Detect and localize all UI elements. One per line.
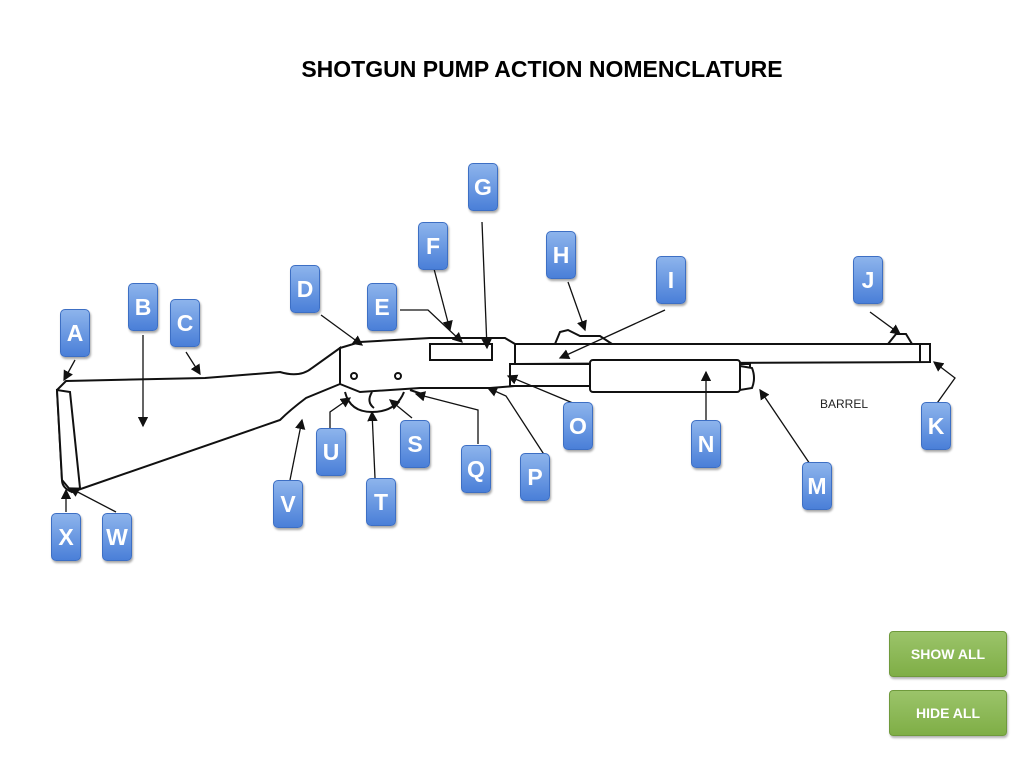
marker-f[interactable]: F <box>418 222 448 270</box>
marker-k[interactable]: K <box>921 402 951 450</box>
marker-w[interactable]: W <box>102 513 132 561</box>
ejection-port <box>429 343 493 361</box>
marker-j[interactable]: J <box>853 256 883 304</box>
leader-lines <box>60 221 956 513</box>
stock-outline <box>55 346 341 494</box>
marker-e[interactable]: E <box>367 283 397 331</box>
marker-v[interactable]: V <box>273 480 303 528</box>
magazine-cap <box>739 364 755 392</box>
marker-i[interactable]: I <box>656 256 686 304</box>
show-all-button[interactable]: SHOW ALL <box>889 631 1007 677</box>
marker-m[interactable]: M <box>802 462 832 510</box>
marker-a[interactable]: A <box>60 309 90 357</box>
front-sight <box>887 333 913 345</box>
marker-o[interactable]: O <box>563 402 593 450</box>
marker-t[interactable]: T <box>366 478 396 526</box>
marker-b[interactable]: B <box>128 283 158 331</box>
marker-c[interactable]: C <box>170 299 200 347</box>
rear-sight <box>554 328 613 345</box>
marker-q[interactable]: Q <box>461 445 491 493</box>
trigger-guard <box>344 391 405 414</box>
marker-p[interactable]: P <box>520 453 550 501</box>
shotgun-drawing <box>55 328 931 494</box>
barrel-label: BARREL <box>820 397 868 411</box>
marker-n[interactable]: N <box>691 420 721 468</box>
page-title: SHOTGUN PUMP ACTION NOMENCLATURE <box>301 56 783 82</box>
trigger <box>368 391 375 409</box>
forearm <box>589 359 741 393</box>
marker-d[interactable]: D <box>290 265 320 313</box>
marker-x[interactable]: X <box>51 513 81 561</box>
marker-h[interactable]: H <box>546 231 576 279</box>
marker-u[interactable]: U <box>316 428 346 476</box>
marker-g[interactable]: G <box>468 163 498 211</box>
hide-all-button[interactable]: HIDE ALL <box>889 690 1007 736</box>
marker-s[interactable]: S <box>400 420 430 468</box>
